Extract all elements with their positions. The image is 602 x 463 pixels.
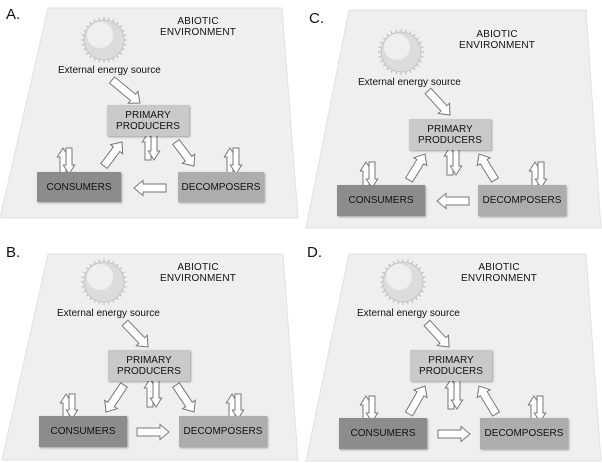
decomposers-to-consumers-arrow [436, 192, 470, 210]
external-energy-source-label: External energy source [357, 308, 460, 319]
external-energy-source-label: External energy source [358, 77, 461, 88]
decomposers-box: DECOMPOSERS [179, 416, 267, 447]
primary-to-decomposers-arrow [172, 138, 196, 167]
consumers-abiotic-exchange-down-arrow [365, 161, 379, 189]
consumers-box: CONSUMERS [37, 172, 121, 202]
panel-label: C. [309, 10, 324, 27]
energy-arrow [108, 76, 141, 104]
decomposers-box: DECOMPOSERS [480, 418, 568, 449]
decomposers-to-primary-arrow [476, 385, 501, 417]
panel-label: D. [307, 244, 322, 261]
sun-icon [378, 29, 424, 75]
sun-highlight [87, 22, 113, 48]
primary-abiotic-exchange-down-arrow [147, 132, 161, 161]
consumers-abiotic-exchange-down-arrow [62, 147, 76, 175]
primary-abiotic-exchange-down-arrow [149, 378, 163, 408]
flow-arrows [359, 87, 548, 210]
decomposers-abiotic-exchange-down-arrow [231, 393, 245, 420]
sun-highlight [384, 34, 410, 60]
consumers-to-primary-arrow [404, 153, 428, 183]
decomposers-box: DECOMPOSERS [478, 185, 566, 216]
flow-arrows [59, 319, 245, 441]
energy-arrow [423, 319, 450, 348]
consumers-box: CONSUMERS [39, 416, 127, 447]
decomposers-to-consumers-arrow [133, 179, 167, 197]
energy-arrow [424, 87, 451, 116]
consumers-abiotic-exchange-down-arrow [65, 393, 79, 420]
consumers-to-primary-arrow [404, 385, 428, 417]
flow-arrows [359, 319, 547, 443]
sun-icon [81, 17, 127, 63]
decomposers-to-primary-arrow [476, 153, 500, 183]
decomposers-box: DECOMPOSERS [178, 172, 264, 202]
panel-label: B. [6, 244, 21, 261]
sun-highlight [386, 264, 412, 290]
energy-arrow [121, 319, 149, 348]
panel-label: A. [6, 6, 21, 23]
sun-icon [81, 259, 127, 305]
sun-highlight [87, 264, 113, 290]
consumers-to-decomposers-arrow [437, 425, 471, 443]
consumers-to-primary-arrow [100, 141, 124, 170]
consumers-to-decomposers-arrow [136, 423, 170, 441]
decomposers-abiotic-exchange-down-arrow [229, 147, 243, 175]
decomposers-abiotic-exchange-down-arrow [533, 395, 547, 423]
primary-to-decomposers-arrow [172, 382, 196, 413]
decomposers-abiotic-exchange-down-arrow [534, 161, 548, 189]
consumers-box: CONSUMERS [339, 418, 427, 449]
flow-arrows [56, 76, 243, 197]
consumers-abiotic-exchange-down-arrow [365, 395, 379, 423]
consumers-box: CONSUMERS [337, 185, 425, 216]
primary-abiotic-exchange-down-arrow [450, 378, 464, 410]
primary-to-consumers-arrow [104, 382, 128, 413]
external-energy-source-label: External energy source [58, 65, 161, 76]
external-energy-source-label: External energy source [57, 308, 160, 319]
primary-abiotic-exchange-down-arrow [449, 146, 463, 176]
sun-icon [380, 259, 426, 305]
